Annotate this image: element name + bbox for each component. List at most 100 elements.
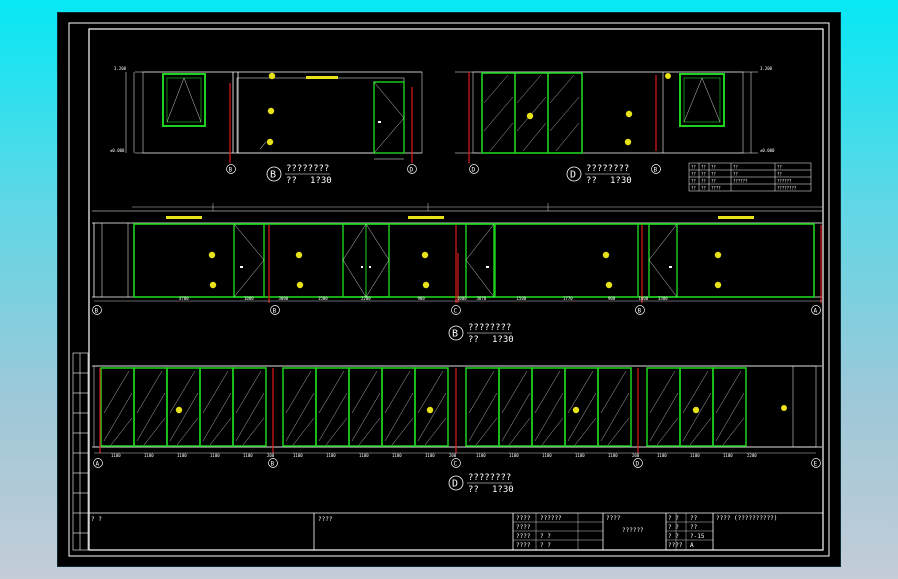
elevation-top-right: 3.200 ±0.000 D B D ???????? ?? 1?30 [455,66,775,186]
elevation-title: D ???????? ?? 1?30 [566,164,632,186]
grid-axis-label: B [95,308,99,315]
glass-hatch [501,392,531,442]
grid-axis-label: B [273,308,277,315]
dimension-label: 900 [608,296,616,301]
svg-text:? ?: ? ? [668,533,679,540]
glass-hatch [351,392,381,442]
level-mark: ±0.000 [760,148,775,153]
dimension-label: 1100 [509,453,519,458]
door [373,81,405,154]
elevation-title: B ???????? ?? 1?30 [266,164,332,186]
svg-text:????????: ???????? [586,164,629,174]
dimension-label: 4700 [179,296,189,301]
svg-text:????: ???? [516,524,531,531]
svg-text:1?30: 1?30 [610,176,632,186]
glass-hatch [318,392,348,442]
glass-hatch [136,392,166,442]
dimension-label: 1100 [359,453,369,458]
glass-hatch [417,392,447,442]
dimension-label: 1000 [457,296,467,301]
grid-axis: D [410,167,414,174]
glass-hatch [384,392,414,442]
grid-axis-bubble [270,305,280,315]
svg-text:? ?: ? ? [668,515,679,522]
grid-axis-bubble [811,458,821,468]
glass-hatch [468,392,498,442]
glass-hatch [235,370,262,414]
glass-hatch [292,417,315,446]
title-block-left: ? ? [91,516,102,523]
dimension-label: 1100 [144,453,154,458]
dimension-label: 1100 [326,453,336,458]
svg-text:??: ?? [690,515,698,522]
dimension-label: 2200 [747,453,757,458]
glass-hatch [384,370,411,414]
svg-text:??: ?? [468,485,479,495]
dimension-label: 1100 [723,453,733,458]
elevation-marker: B [452,329,458,340]
svg-text:??: ?? [468,335,479,345]
svg-text:? ?: ? ? [540,542,551,549]
svg-text:????: ???? [516,533,531,540]
svg-text:????: ???? [516,515,531,522]
glass-partition [481,72,583,154]
svg-text:????: ???? [668,542,683,549]
legend-cell: ?????? [777,179,792,184]
glass-hatch [169,370,196,414]
glass-hatch [358,417,381,446]
elevation-bottom: 1100 1100 1100 1100 1100 200 1100 1100 1100 1100 1… [92,365,822,495]
grid-axis: D [472,167,476,174]
title-block: ? ? ???? ???? ???? ???? ???? ?????? ? ? … [89,512,823,550]
title-block-center: ???? [606,515,621,522]
glass-hatch [143,417,166,446]
svg-text:??????: ?????? [540,515,562,522]
inner-frame [88,28,824,551]
glass-hatch [285,370,312,414]
level-mark: 3.200 [760,66,773,71]
grid-axis-label: E [814,461,818,468]
window [679,73,725,127]
glass-hatch [649,370,676,414]
svg-text:? ?: ? ? [540,533,551,540]
elevation-marker: B [270,170,276,181]
grid-axis-bubble [93,458,103,468]
glass-hatch [285,392,315,442]
dimension-label: 1100 [243,453,253,458]
svg-text:1?30: 1?30 [492,335,514,345]
door [233,223,265,298]
window [162,73,206,127]
legend-table [688,162,812,192]
svg-text:????: ???? [516,542,531,549]
grid-axis-bubble [633,458,643,468]
legend-cell: ?? [701,186,706,191]
dimension-label: 1100 [425,453,435,458]
legend-cell: ?? [733,165,738,170]
grid-axis-bubble [635,305,645,315]
glass-panel [282,367,317,447]
glass-hatch [417,370,444,414]
glass-hatch [574,417,597,446]
glass-panel [712,367,747,447]
glass-panel [465,367,500,447]
glass-hatch [202,370,229,414]
dimension-label: 1100 [476,453,486,458]
glass-hatch [351,370,378,414]
grid-axis: B [229,167,233,174]
grid-axis-bubble [92,305,102,315]
glass-hatch [475,417,498,446]
dimension-label: 1100 [542,453,552,458]
door [648,223,678,298]
glass-hatch [424,417,447,446]
dimension-label: 1100 [392,453,402,458]
glass-hatch [715,370,742,414]
elevation-top-left: 3.200 ±0.000 B D B ???????? ?? 1?30 [110,66,423,186]
glass-hatch [176,417,199,446]
glass-hatch [209,417,232,446]
grid-axis-bubble [451,305,461,315]
dimension-label: 900 [418,296,426,301]
dimension-label: 200 [267,453,275,458]
glass-hatch [235,392,265,442]
legend-cell: ?? [691,179,696,184]
legend-cell: ?? [691,172,696,177]
